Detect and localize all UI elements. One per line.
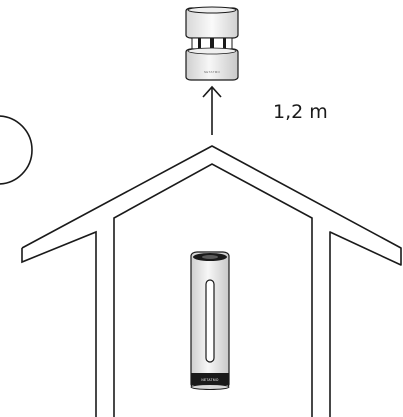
roof-inner (113, 163, 313, 417)
indoor-module: NETATMO (190, 251, 230, 390)
indoor-module-band (191, 373, 229, 385)
outdoor-module: NETATMO (185, 6, 239, 81)
height-label: 1,2 m (273, 101, 328, 123)
roof-outer-left (21, 230, 97, 417)
outdoor-module-brand: NETATMO (204, 70, 221, 74)
indoor-module-brand: NETATMO (201, 378, 218, 382)
partial-circle-marker (0, 115, 33, 185)
indoor-module-slot (205, 279, 215, 363)
up-arrow-icon (202, 85, 222, 135)
